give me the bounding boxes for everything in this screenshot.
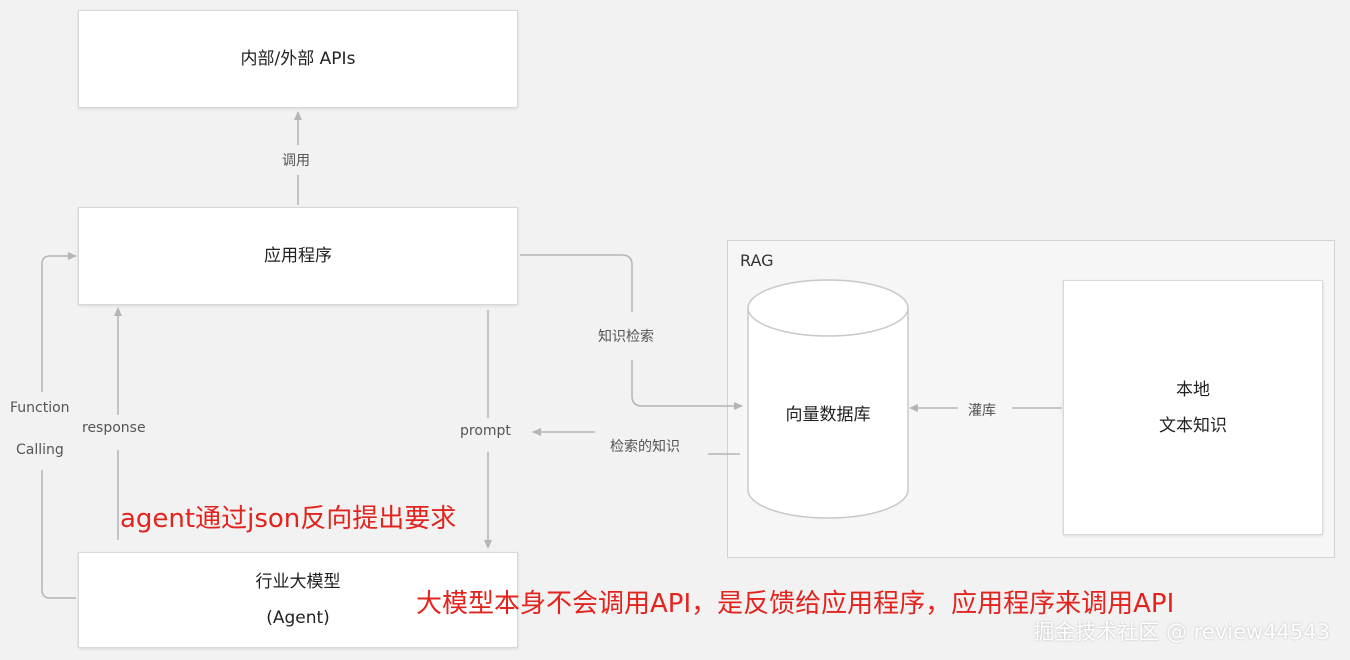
edge-label-prompt: prompt — [460, 423, 511, 439]
rag-title: RAG — [740, 251, 774, 270]
annotation-json-request: agent通过json反向提出要求 — [120, 504, 457, 534]
app-label: 应用程序 — [264, 246, 332, 266]
edge-knowledge-retrieval — [520, 254, 742, 406]
edge-label-response: response — [82, 420, 146, 436]
app-box: 应用程序 — [78, 207, 518, 305]
apis-box: 内部/外部 APIs — [78, 10, 518, 108]
edge-label-call: 调用 — [282, 153, 310, 169]
model-label-line1: 行业大模型 — [255, 572, 341, 592]
model-box: 行业大模型 (Agent) — [78, 552, 518, 648]
annotation-no-direct-api: 大模型本身不会调用API，是反馈给应用程序，应用程序来调用API — [416, 589, 1175, 619]
vector-db-label: 向量数据库 — [785, 405, 871, 425]
local-knowledge-box: 本地 文本知识 — [1063, 280, 1323, 535]
edge-label-function: Function — [10, 400, 70, 416]
edge-label-retrieved-knowledge: 检索的知识 — [610, 439, 680, 455]
apis-label: 内部/外部 APIs — [240, 49, 356, 69]
edge-label-knowledge-retrieval: 知识检索 — [598, 329, 654, 345]
edge-label-calling: Calling — [16, 442, 64, 458]
edge-function-calling — [41, 256, 76, 599]
local-label-line2: 文本知识 — [1159, 415, 1227, 436]
local-label-line1: 本地 — [1176, 379, 1210, 400]
watermark: 掘金技术社区 @ review44543 — [1033, 620, 1330, 644]
edge-label-ingest: 灌库 — [968, 403, 996, 419]
vector-db-cylinder — [747, 279, 909, 519]
model-label-line2: (Agent) — [266, 608, 330, 628]
